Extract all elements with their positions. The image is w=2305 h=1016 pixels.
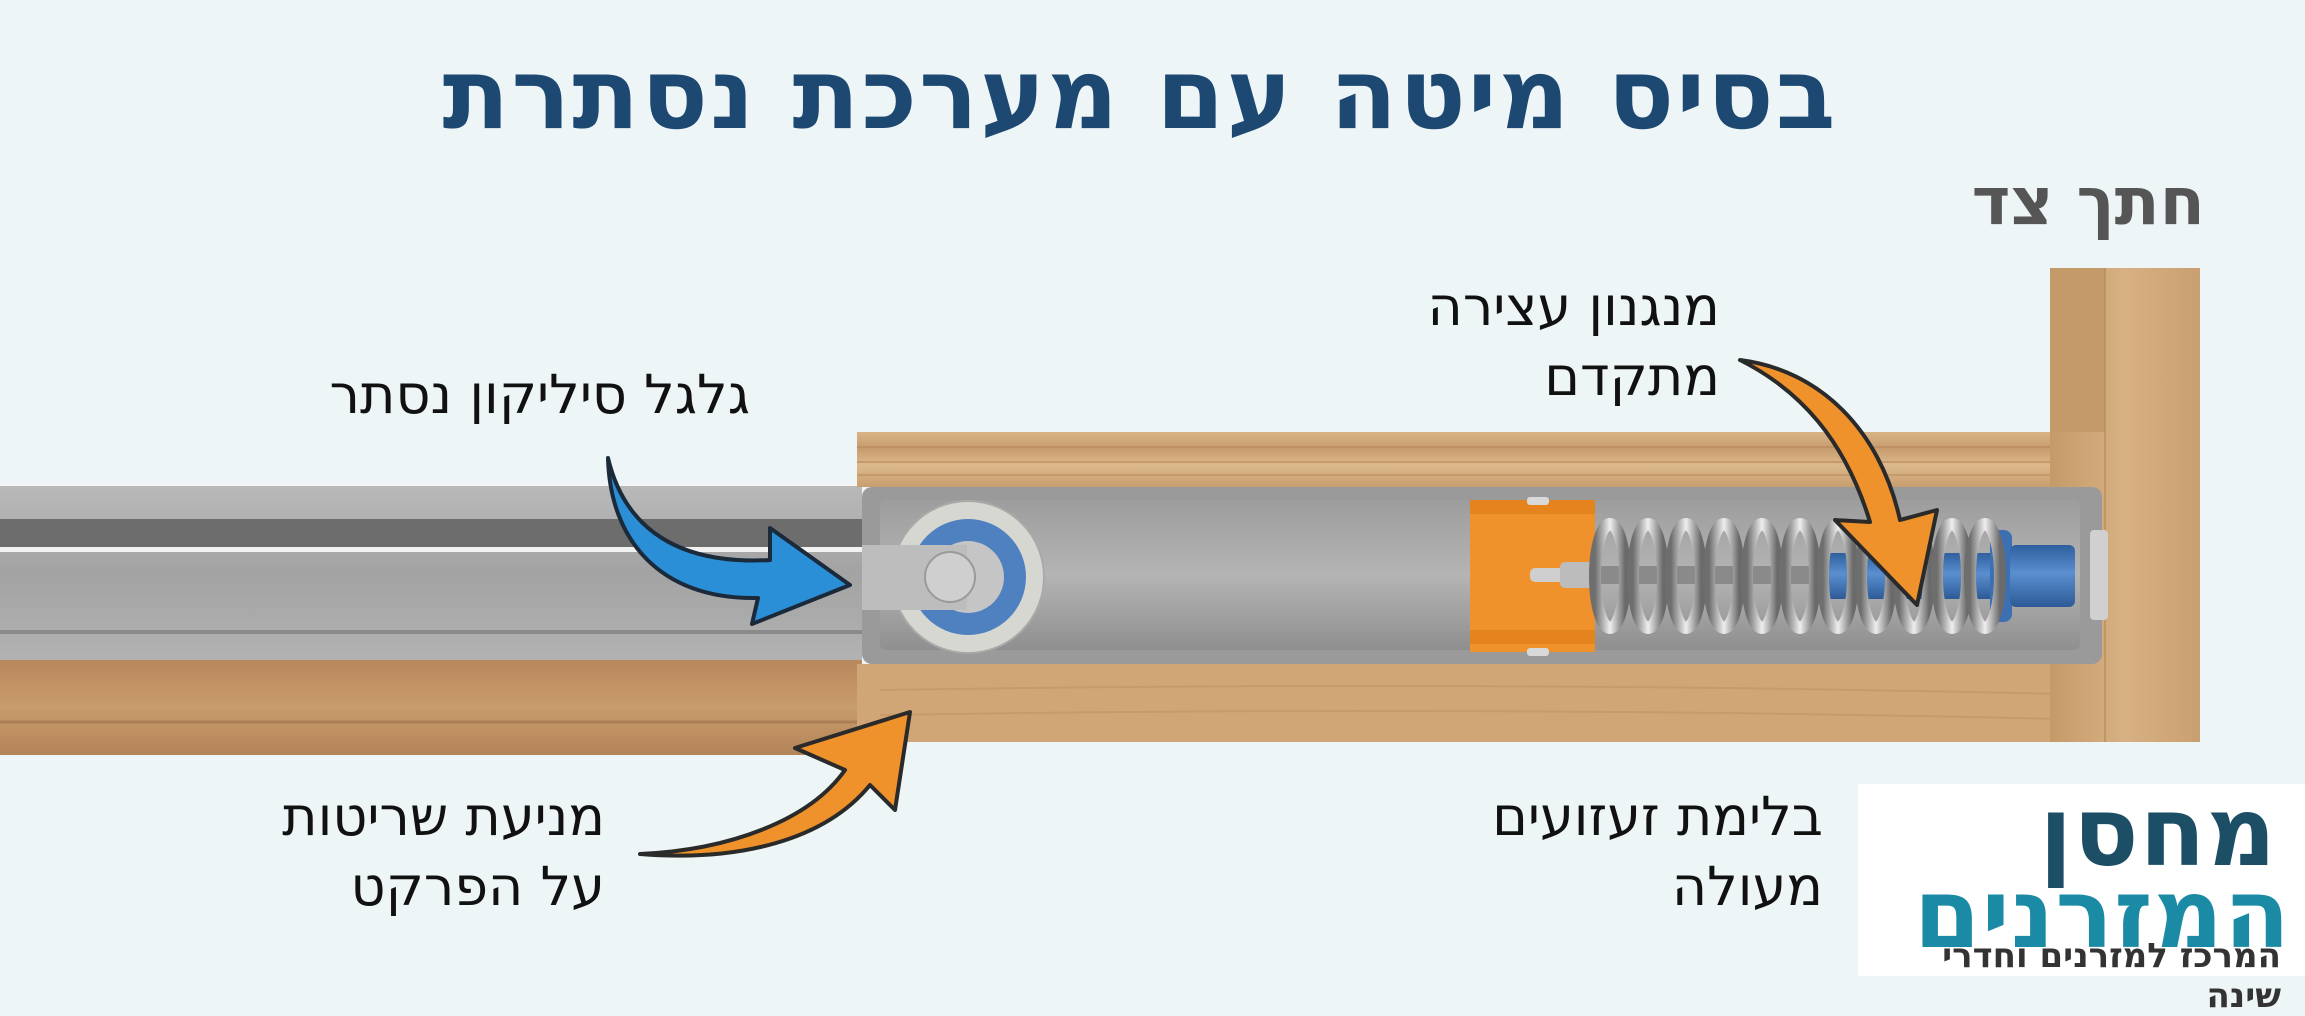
orange-stopper-block — [1470, 497, 1600, 656]
brand-logo: מחסן המזרנים המרכז למזרנים וחדרי שינה — [1858, 776, 2305, 1016]
label-line: על הפרקט — [350, 855, 605, 918]
orange-arrow-icon-floor — [638, 710, 912, 858]
logo-line-2: המזרנים — [1913, 858, 2291, 970]
label-shock-absorption: בלימת זעזועים מעולה — [1492, 782, 1823, 922]
label-line: מנגנון עצירה — [1427, 275, 1720, 338]
top-wood-plank — [857, 432, 2110, 487]
logo-tagline: המרכז למזרנים וחדרי שינה — [1942, 936, 2281, 1016]
label-line: בלימת זעזועים — [1492, 785, 1823, 848]
bed-base-cross-section-diagram — [0, 268, 2200, 858]
label-floor-scratch-prevention: מניעת שריטות על הפרקט — [282, 782, 605, 922]
label-line: מניעת שריטות — [282, 785, 605, 848]
label-hidden-silicone-wheel: גלגל סיליקון נסתר — [330, 360, 750, 430]
label-advanced-braking-mechanism: מנגנון עצירה מתקדם — [1428, 272, 1720, 412]
orange-arrow-icon-mechanism — [1738, 358, 1939, 607]
label-line: מעולה — [1671, 855, 1823, 918]
blue-arrow-icon — [606, 456, 852, 626]
label-line: מתקדם — [1544, 345, 1720, 408]
silicone-wheel — [862, 500, 1045, 654]
logo-line-1: מחסן — [2039, 776, 2277, 888]
page-title: בסיס מיטה עם מערכת נסתרת — [442, 38, 1838, 152]
floor-parquet — [0, 660, 862, 755]
label-line: גלגל סיליקון נסתר — [329, 363, 750, 426]
bottom-wood-plank — [857, 664, 2110, 742]
section-view-subtitle: חתך צד — [1971, 163, 2205, 240]
